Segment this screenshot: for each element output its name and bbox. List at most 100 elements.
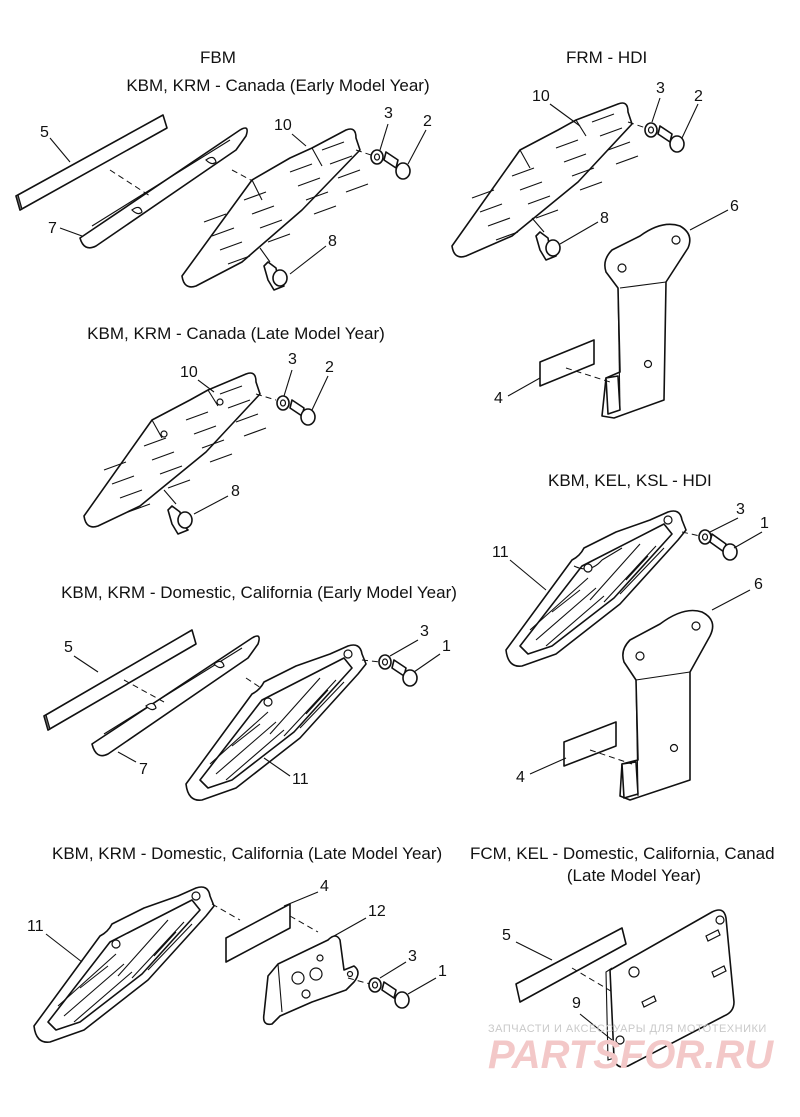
callout-7: 7 <box>48 220 83 237</box>
callout-8: 8 <box>193 483 240 515</box>
svg-text:5: 5 <box>40 124 49 141</box>
screw-1 <box>391 659 418 687</box>
license-frame-11 <box>185 644 367 801</box>
svg-text:7: 7 <box>139 761 148 778</box>
screw-1 <box>381 981 410 1009</box>
svg-text:5: 5 <box>502 927 511 944</box>
callout-5: 5 <box>502 927 553 961</box>
washer-3 <box>370 149 384 165</box>
support-bracket-6 <box>601 223 691 419</box>
section-subtitle: (Late Model Year) <box>567 866 701 885</box>
section-fcm-kel: FCM, KEL - Domestic, California, Canad (… <box>470 844 775 1068</box>
callout-5: 5 <box>40 124 71 163</box>
washer-3 <box>368 977 382 993</box>
svg-text:6: 6 <box>730 198 739 215</box>
callout-2: 2 <box>681 88 703 139</box>
svg-text:6: 6 <box>754 576 763 593</box>
knob-8 <box>259 247 288 291</box>
license-frame-11 <box>33 886 215 1043</box>
svg-text:2: 2 <box>325 359 334 376</box>
mount-plate-10 <box>83 372 267 528</box>
callout-1: 1 <box>407 963 447 995</box>
mount-plate-9 <box>605 909 735 1068</box>
svg-text:10: 10 <box>532 88 550 105</box>
svg-text:4: 4 <box>320 878 329 895</box>
svg-text:7: 7 <box>48 220 57 237</box>
svg-text:3: 3 <box>420 623 429 640</box>
callout-11: 11 <box>27 918 83 963</box>
callout-10: 10 <box>180 364 215 393</box>
svg-text:11: 11 <box>292 771 309 788</box>
screw-2 <box>657 125 685 153</box>
watermark-tagline: ЗАПЧАСТИ И АКСЕССУАРЫ ДЛЯ МОТОТЕХНИКИ <box>488 1023 767 1035</box>
pad-4 <box>563 721 617 767</box>
section-title: FBM <box>200 48 236 67</box>
svg-text:3: 3 <box>656 80 665 97</box>
svg-text:3: 3 <box>384 105 393 122</box>
svg-text:2: 2 <box>694 88 703 105</box>
section-fbm: FBM KBM, KRM - Canada (Early Model Year) <box>15 48 432 291</box>
callout-2: 2 <box>311 359 334 411</box>
section-subtitle: KBM, KRM - Canada (Early Model Year) <box>126 76 429 95</box>
bracket-7 <box>91 635 260 757</box>
section-canada-late: KBM, KRM - Canada (Late Model Year) 1 <box>83 324 385 535</box>
washer-3 <box>644 122 658 138</box>
knob-8 <box>163 489 193 535</box>
screw-2 <box>383 151 411 180</box>
washer-3 <box>698 529 712 545</box>
callout-3: 3 <box>389 623 429 657</box>
callout-6: 6 <box>689 198 739 231</box>
section-title: KBM, KRM - Domestic, California (Early M… <box>61 583 457 602</box>
callout-3: 3 <box>651 80 665 123</box>
rubber-strip-5 <box>515 927 627 1003</box>
rubber-strip-5 <box>43 629 197 731</box>
section-title: KBM, KRM - Domestic, California (Late Mo… <box>52 844 442 863</box>
callout-4: 4 <box>516 757 567 786</box>
section-title: FCM, KEL - Domestic, California, Canad <box>470 844 775 863</box>
callout-5: 5 <box>64 639 99 673</box>
callout-11: 11 <box>492 544 547 591</box>
svg-text:1: 1 <box>760 515 769 532</box>
washer-3 <box>276 395 290 411</box>
watermark: ЗАПЧАСТИ И АКСЕССУАРЫ ДЛЯ МОТОТЕХНИКИ PA… <box>488 1023 774 1077</box>
svg-text:1: 1 <box>438 963 447 980</box>
callout-2: 2 <box>407 113 432 165</box>
section-title: KBM, KEL, KSL - HDI <box>548 471 712 490</box>
svg-text:2: 2 <box>423 113 432 130</box>
svg-text:10: 10 <box>274 117 292 134</box>
svg-text:8: 8 <box>231 483 240 500</box>
callout-6: 6 <box>711 576 763 611</box>
knob-8 <box>531 217 561 261</box>
svg-text:8: 8 <box>600 210 609 227</box>
callout-9: 9 <box>572 995 613 1041</box>
callout-8: 8 <box>559 210 609 245</box>
callout-10: 10 <box>274 117 307 147</box>
section-kbm-kel-ksl: KBM, KEL, KSL - HDI <box>492 471 769 801</box>
callout-3: 3 <box>283 351 297 397</box>
license-frame-11 <box>505 510 687 667</box>
rubber-strip-5 <box>15 114 168 211</box>
callout-3: 3 <box>709 501 745 533</box>
svg-text:1: 1 <box>442 638 451 655</box>
section-domestic-early: KBM, KRM - Domestic, California (Early M… <box>43 583 457 801</box>
callout-7: 7 <box>117 751 148 778</box>
callout-4: 4 <box>283 878 329 907</box>
mount-plate-10 <box>451 102 639 258</box>
washer-3 <box>378 654 392 670</box>
section-title: FRM - HDI <box>566 48 647 67</box>
svg-text:10: 10 <box>180 364 198 381</box>
callout-1: 1 <box>733 515 769 549</box>
callout-3: 3 <box>379 105 393 151</box>
support-bracket-6 <box>619 609 714 801</box>
section-title: KBM, KRM - Canada (Late Model Year) <box>87 324 385 343</box>
mount-plate-10 <box>181 128 369 288</box>
section-domestic-late: KBM, KRM - Domestic, California (Late Mo… <box>27 844 447 1043</box>
callout-1: 1 <box>413 638 451 673</box>
svg-text:12: 12 <box>368 903 386 920</box>
pad-4 <box>225 903 291 963</box>
section-frm-hdi: FRM - HDI <box>451 48 739 419</box>
svg-text:3: 3 <box>736 501 745 518</box>
watermark-logo: PARTSFOR.RU <box>488 1033 774 1077</box>
callout-12: 12 <box>333 903 386 937</box>
svg-text:8: 8 <box>328 233 337 250</box>
